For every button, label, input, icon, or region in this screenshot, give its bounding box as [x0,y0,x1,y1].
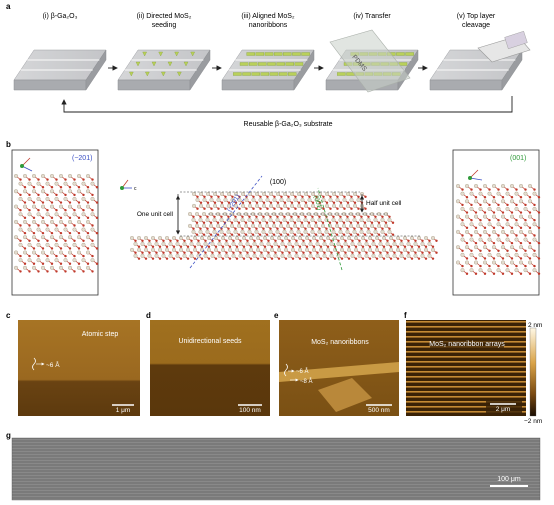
step-label-5: (v) Top layer [457,13,496,20]
terrace-dashes [180,191,420,237]
peeled-layer [477,30,531,63]
substrate-2 [117,49,211,91]
axis-c-label: c [134,186,137,192]
step-label-3-line2: nanoribbons [249,22,288,29]
sem-scalebar: 100 μm [497,476,521,483]
step-label-2: (ii) Directed MoS₂ [137,13,192,20]
afm-e-scalebar: 500 nm [368,407,390,414]
substrate-3 [221,49,315,91]
afm-colorbar: 2 nm −2 nm [524,322,542,425]
left-crystal-lattice [14,174,99,273]
afm-e-annotation-2: ~8 Å [300,378,313,385]
panel-letter-g: g [6,431,11,440]
left-plane-label: (−201) [72,155,92,162]
panel-letter-b: b [6,140,11,149]
right-crystal-lattice [456,184,541,275]
step-label-5-line2: cleavage [462,22,490,29]
sem-panel-g: 100 μm [11,437,541,501]
panel-letter-c: c [6,311,11,320]
panel-letter-e: e [274,311,279,320]
panel-letter-f: f [404,311,407,320]
step-label-4: (iv) Transfer [353,13,391,20]
diag-green-label: (001) [312,195,323,212]
step-label-2-line2: seeding [152,22,177,29]
process-substrates [13,49,523,91]
step-label-3: (iii) Aligned MoS₂ [241,13,295,20]
right-plane-label: (001) [510,155,526,162]
reuse-loop-arrow [61,96,513,113]
panel-letter-a: a [6,2,11,11]
afm-panel-f: MoS₂ nanoribbon arrays 2 μm [406,320,526,416]
center-plane-label: (100) [270,179,286,186]
afm-e-annotation-1: ~6 Å [296,368,309,375]
right-axes [468,169,483,181]
afm-c-annotation: ~6 Å [46,360,60,369]
substrate-1 [13,49,107,91]
center-stepped-lattice [130,192,438,260]
half-unit-cell-label: Half unit cell [366,200,402,207]
one-unit-cell-label: One unit cell [137,211,174,218]
diag-line-green [317,187,343,271]
afm-d-scalebar: 100 nm [239,407,261,414]
pdms-sheet: PDMS [329,29,411,93]
colorbar-min: −2 nm [524,418,542,425]
reuse-label: Reusable β-Ga₂O₃ substrate [244,121,333,128]
afm-c-title: Atomic step [82,331,119,338]
unit-cell-arrows [175,194,365,235]
left-axes [20,157,33,172]
afm-f-title: MoS₂ nanoribbon arrays [429,341,505,348]
afm-f-scalebar: 2 μm [496,406,511,413]
diag-line-blue [189,175,263,269]
afm-c-scalebar: 1 μm [116,407,131,414]
afm-d-title: Unidirectional seeds [178,338,242,345]
process-step-labels: (i) β-Ga₂O₃ (ii) Directed MoS₂ seeding (iii… [43,13,496,29]
panel-letter-d: d [146,311,151,320]
step-label-1: (i) β-Ga₂O₃ [43,13,78,20]
center-axes: c [120,179,137,192]
afm-panel-c: Atomic step ~6 Å 1 μm [18,320,140,416]
afm-panel-e: MoS₂ nanoribbons ~6 Å ~8 Å 500 nm [279,320,399,416]
afm-e-title: MoS₂ nanoribbons [311,339,369,346]
colorbar-max: 2 nm [528,322,542,329]
afm-panel-d: Unidirectional seeds 100 nm [150,320,270,416]
